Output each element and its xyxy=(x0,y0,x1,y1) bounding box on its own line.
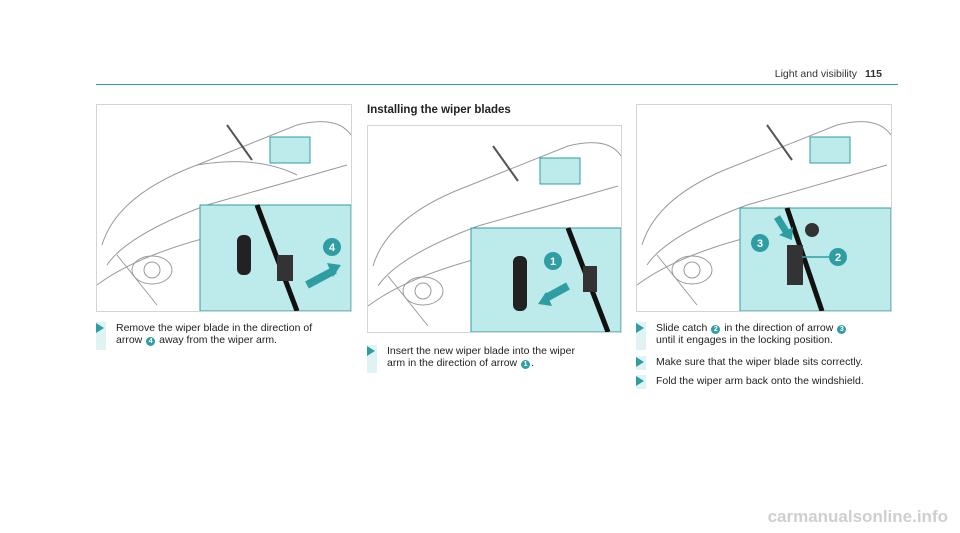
step-line: away from the wiper arm. xyxy=(159,334,277,346)
section-name: Light and visibility xyxy=(774,68,858,80)
step-text: Insert the new wiper blade into the wipe… xyxy=(387,345,575,369)
step-slide-catch: Slide catch 2 in the direction of arrow … xyxy=(636,322,890,350)
step-text: Slide catch 2 in the direction of arrow … xyxy=(656,322,847,346)
step-check: Make sure that the wiper blade sits corr… xyxy=(636,356,890,370)
step-line: Insert the new wiper blade into the wipe… xyxy=(387,345,575,357)
step-fold: Fold the wiper arm back onto the windshi… xyxy=(636,375,890,389)
step-bullet-icon xyxy=(636,376,644,386)
step-line: Remove the wiper blade in the direction … xyxy=(116,322,313,334)
step-line: until it engages in the locking position… xyxy=(656,334,833,346)
step-bullet-icon xyxy=(636,323,644,333)
step-bullet-icon xyxy=(96,323,104,333)
step-bar xyxy=(367,345,377,373)
step-line: . xyxy=(531,357,534,369)
callout-4: 4 xyxy=(329,242,336,254)
watermark: carmanualsonline.info xyxy=(767,507,948,526)
callout-3: 3 xyxy=(757,238,763,250)
step-line: Slide catch xyxy=(656,322,708,334)
step-text: Fold the wiper arm back onto the windshi… xyxy=(656,375,864,387)
ref-number: 3 xyxy=(837,325,847,334)
step-line: arrow xyxy=(116,334,143,346)
figure-remove-blade: 4 xyxy=(96,104,352,312)
header-rule xyxy=(96,84,898,85)
ref-number: 2 xyxy=(711,325,721,334)
step-bar xyxy=(96,322,106,350)
page-number: 115 xyxy=(865,68,882,80)
step-insert: Insert the new wiper blade into the wipe… xyxy=(367,345,621,373)
running-header: Light and visibility 115 xyxy=(775,68,882,80)
callout-2: 2 xyxy=(835,252,841,264)
step-bar xyxy=(636,322,646,350)
step-line: in the direction of arrow xyxy=(724,322,834,334)
step-line: arm in the direction of arrow xyxy=(387,357,518,369)
ref-number: 4 xyxy=(146,337,156,346)
callout-1: 1 xyxy=(550,256,556,268)
step-bullet-icon xyxy=(367,346,375,356)
figure-slide-catch: 3 2 xyxy=(636,104,892,312)
ref-number: 1 xyxy=(521,360,531,369)
step-remove: Remove the wiper blade in the direction … xyxy=(96,322,350,350)
section-title: Installing the wiper blades xyxy=(367,104,511,116)
figure-insert-blade: 1 xyxy=(367,125,622,333)
step-text: Make sure that the wiper blade sits corr… xyxy=(656,356,863,368)
step-bullet-icon xyxy=(636,357,644,367)
page-header: Light and visibility 115 xyxy=(0,0,960,88)
step-text: Remove the wiper blade in the direction … xyxy=(116,322,312,346)
